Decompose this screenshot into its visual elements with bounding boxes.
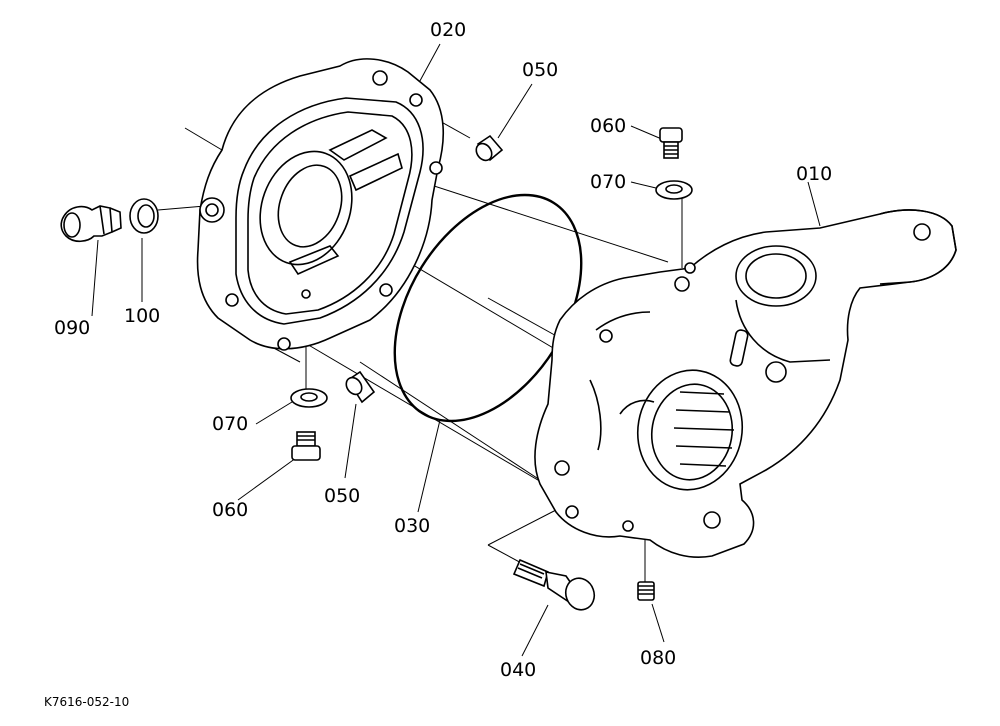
callout-060-upper: 060 (590, 115, 626, 137)
part-060-bolt-lower (291, 431, 321, 461)
callout-050-lower: 050 (324, 485, 360, 507)
callout-070-upper: 070 (590, 171, 626, 193)
callout-090: 090 (54, 317, 90, 339)
part-020-cover (196, 58, 445, 351)
part-070-washer-upper (655, 180, 693, 200)
callout-060-lower: 060 (212, 499, 248, 521)
part-010-knuckle-housing (534, 209, 957, 559)
drawing-code: K7616-052-10 (44, 695, 129, 709)
part-090-plug (60, 205, 122, 243)
callout-010: 010 (796, 163, 832, 185)
part-060-bolt-upper (659, 127, 683, 159)
callout-020: 020 (430, 19, 466, 41)
callout-030: 030 (394, 515, 430, 537)
callout-100: 100 (124, 305, 160, 327)
part-050-dowel-pin-upper (475, 134, 504, 162)
callout-050-upper: 050 (522, 59, 558, 81)
part-100-washer (129, 198, 159, 234)
part-070-washer-lower (290, 388, 328, 408)
part-080-plug (637, 581, 655, 601)
part-040-stud (512, 558, 596, 611)
callout-080: 080 (640, 647, 676, 669)
callout-070-lower: 070 (212, 413, 248, 435)
part-050-dowel-pin-lower (345, 370, 376, 404)
callout-040: 040 (500, 659, 536, 681)
